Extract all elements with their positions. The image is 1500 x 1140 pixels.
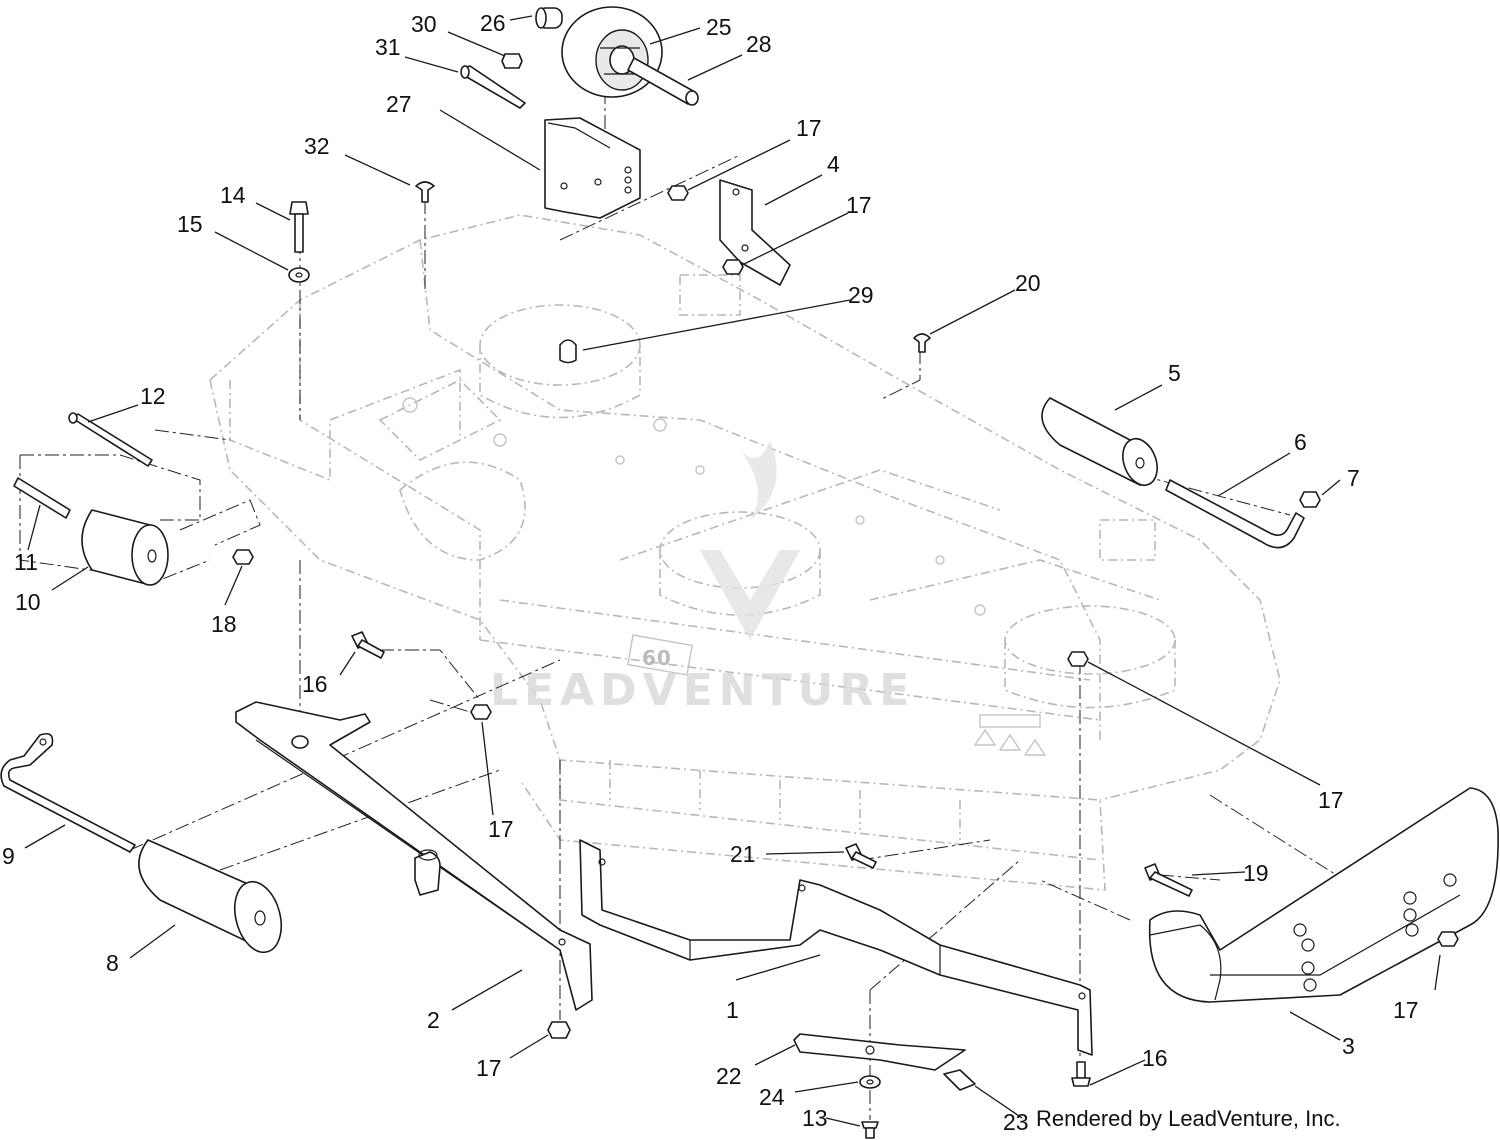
callout-23: 23: [1003, 1109, 1029, 1135]
callout-10: 10: [15, 589, 41, 615]
nut-17-c: [470, 704, 492, 720]
assembly-center-lines: [19, 90, 1361, 1120]
callout-11: 11: [14, 549, 38, 575]
axle-11: [13, 477, 71, 519]
callout-31: 31: [375, 34, 401, 60]
axle-28: [627, 57, 699, 106]
callout-14: 14: [220, 182, 246, 208]
wheel-bracket-27: [544, 117, 641, 219]
callout-29: 29: [848, 282, 874, 308]
bolt-16-b: [1071, 1061, 1091, 1087]
render-credit: Rendered by LeadVenture, Inc.: [1036, 1106, 1341, 1131]
bolt-14: [289, 201, 309, 253]
callout-16-right: 16: [1142, 1045, 1168, 1071]
bolt-16-a: [351, 631, 385, 659]
bolt-13: [861, 1121, 879, 1139]
callout-labels: 1 2 3 4 5 6 7 8 9 10 11 12 13 14 15 16 1…: [2, 10, 1419, 1135]
nut-17-a: [667, 185, 689, 201]
callout-13: 13: [802, 1105, 828, 1131]
callout-27: 27: [386, 91, 412, 117]
carriage-bolt-20: [913, 333, 931, 353]
callout-17-bracket: 17: [846, 192, 872, 218]
callout-7: 7: [1347, 465, 1360, 491]
nut-7: [1299, 491, 1321, 508]
mower-deck-housing: 60: [209, 214, 1281, 891]
bushing-26: [535, 7, 563, 29]
axle-9: [0, 732, 136, 853]
nut-30: [501, 53, 523, 69]
roller-8: [138, 839, 283, 954]
plate-22: [793, 1033, 966, 1071]
callout-17-deck: 17: [1318, 787, 1344, 813]
callout-19: 19: [1243, 860, 1269, 886]
callout-6: 6: [1294, 429, 1307, 455]
nut-17-e: [547, 1021, 571, 1039]
callout-2: 2: [427, 1007, 440, 1033]
callout-17-bottom: 17: [476, 1055, 502, 1081]
callout-17-bumper: 17: [1393, 997, 1419, 1023]
callout-20: 20: [1015, 270, 1041, 296]
callout-4: 4: [827, 151, 840, 177]
callout-15: 15: [177, 211, 203, 237]
bolt-21: [845, 843, 877, 869]
callout-18: 18: [211, 611, 237, 637]
baffle-1: [579, 839, 1093, 1056]
callout-24: 24: [759, 1084, 785, 1110]
nut-17-b: [722, 259, 744, 275]
callout-16-left: 16: [302, 671, 328, 697]
callout-1: 1: [726, 997, 739, 1023]
callout-5: 5: [1168, 360, 1181, 386]
bumper-3: [1148, 787, 1499, 1003]
bracket-4: [719, 179, 791, 286]
callout-25: 25: [706, 14, 732, 40]
callout-32: 32: [304, 133, 330, 159]
callout-12: 12: [140, 383, 166, 409]
washer-15: [288, 267, 310, 283]
callout-3: 3: [1342, 1033, 1355, 1059]
watermark-text: LEADVENTURE: [490, 665, 915, 716]
callout-8: 8: [106, 950, 119, 976]
leader-lines: [24, 15, 1441, 1127]
nut-18: [232, 549, 254, 565]
callout-9: 9: [2, 843, 15, 869]
bolt-19: [1144, 863, 1193, 897]
callout-17-top: 17: [796, 115, 822, 141]
callout-30: 30: [411, 11, 437, 37]
washer-24: [859, 1075, 881, 1089]
cap-29: [559, 339, 577, 364]
roller-10: [81, 509, 169, 586]
leadventure-watermark: LEADVENTURE: [490, 440, 915, 716]
callout-21: 21: [730, 841, 756, 867]
roller-mount-2: [235, 701, 593, 1011]
roller-5: [1041, 397, 1158, 487]
callout-28: 28: [746, 31, 772, 57]
bolt-31: [460, 65, 526, 109]
callout-26: 26: [480, 10, 506, 36]
nut-17-f: [1437, 931, 1459, 947]
clip-nut-23: [943, 1069, 976, 1091]
nut-17-d: [1067, 651, 1089, 667]
deck-size-badge: 60: [642, 646, 672, 670]
axle-6: [1165, 479, 1305, 549]
callout-17-mid: 17: [488, 816, 514, 842]
carriage-bolt-32: [415, 181, 435, 203]
callout-22: 22: [716, 1063, 742, 1089]
bolt-12: [68, 412, 153, 467]
gauge-wheel-25: [561, 6, 663, 98]
